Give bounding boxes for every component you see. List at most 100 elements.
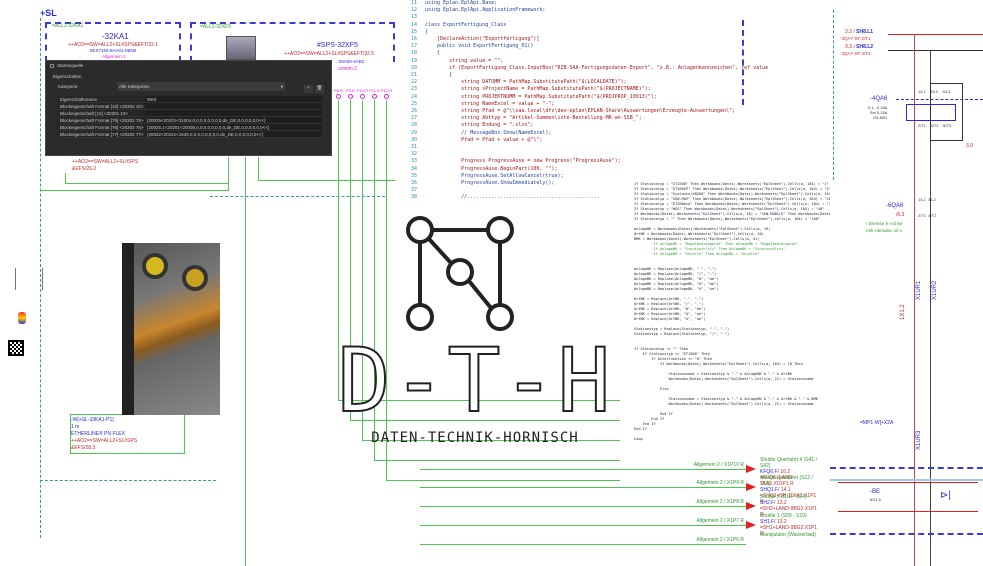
wire	[65, 183, 228, 184]
device-be[interactable]: -BE	[870, 489, 881, 495]
term: 1/L1	[918, 197, 926, 202]
property-name: Blockeigenschaft Format [76] <20202 76>	[57, 124, 145, 130]
xref-tag[interactable]: SHQ1.F	[760, 487, 779, 493]
l2-tag[interactable]: SH8.L2	[856, 44, 874, 50]
code-line: 26 string Pfad = @"\\saa.local\dfs\dev-e…	[395, 108, 828, 115]
location-sl: +SL	[40, 8, 57, 18]
vba-line: If Stationstyp = "" Then Workbooks(Datei…	[634, 217, 821, 221]
code-text: ProgressAuse.SetAllowCancel(true);	[425, 172, 564, 179]
xref-tag[interactable]: SH1.F	[760, 519, 775, 525]
table-row[interactable]: Blockeigenschaft [10] <20201 10>	[57, 110, 322, 117]
frame-line	[830, 479, 983, 481]
xref-label: Allgemein 2 / X1P6 R	[696, 537, 744, 543]
box1-ref: ++AO2==SW=ALL2+SL#SPS&EFT/32.1	[68, 42, 159, 48]
vba-line: Loop	[634, 437, 643, 441]
xref-ref: =SHQ1+SH-11KA1:X1P1 R	[760, 493, 817, 505]
xref-label: Allgemein 2 / X1P7 R	[696, 518, 744, 524]
wire	[362, 440, 620, 441]
table-row[interactable]: Blockeigenschaft Format [77] <20202 77>{…	[57, 131, 322, 138]
vba-line: OrtBK = Replace(OrtBK, "ö", "oe")	[634, 312, 706, 316]
port[interactable]: P11 R	[369, 88, 380, 100]
xref-label: Allgemein 2 / X1P9 R	[696, 480, 744, 486]
xref-title: Shuttle 1 (S09 - S10)	[760, 513, 807, 519]
qa6-range: 0,1...0,16A	[868, 105, 888, 110]
port-icon	[360, 94, 365, 99]
wire-l1	[888, 34, 983, 35]
term: 2/T1	[918, 123, 927, 128]
brake-label-2: rnik Hamulec oś x	[866, 228, 902, 233]
table-row[interactable]: Blockeigenschaft Format [75] <20202 75>{…	[57, 117, 322, 124]
port[interactable]: P10 R	[357, 88, 368, 100]
box-32xf5	[190, 22, 395, 62]
device-4qa6[interactable]: -4QA6	[870, 96, 888, 102]
property-name: Blockeigenschaft Format [10] <20202 10>	[57, 103, 145, 109]
port-label: P8 R	[334, 88, 343, 93]
property-value[interactable]	[145, 103, 322, 109]
wire	[420, 525, 746, 526]
code-text: using Eplan.EplApi.Base;	[425, 0, 498, 6]
vba-line: Stationsname = Stationstyp & "-" & Anlag…	[634, 397, 818, 401]
vba-line: OrtBK = Workbooks(Datei).Worksheets("Epl…	[634, 232, 764, 236]
code-text: {	[425, 28, 429, 35]
category-select[interactable]: Alle Kategorien▾	[117, 82, 285, 91]
term: 6/T3	[942, 123, 951, 128]
code-text: string Pfad = @"\\saa.local\dfs\dev-epla…	[425, 108, 736, 115]
device-32ka1[interactable]: -32KA1	[102, 32, 129, 41]
table-row[interactable]: Blockeigenschaft Format [76] <20202 76>{…	[57, 124, 322, 131]
device-6qa6[interactable]: -6QA6	[886, 203, 904, 209]
xref-target[interactable]: SHQ1.F/ 14.1	[760, 487, 820, 493]
vba-line: If Stationstyp = "ST1500" Then Workbooks…	[634, 182, 829, 186]
port[interactable]: P9 R	[345, 88, 356, 100]
device-32xf5[interactable]: #SPS-32XF5	[317, 42, 358, 49]
term: 5/L3	[942, 89, 951, 94]
port[interactable]: P12 R	[381, 88, 392, 100]
l1-tag[interactable]: SH8.L1	[856, 29, 874, 35]
line-number: 18	[410, 50, 417, 57]
code-text: if (ExportFertigung_Class.InputBox("RIB-…	[425, 64, 769, 71]
line-number: 31	[410, 144, 417, 151]
line-number: 25	[410, 100, 417, 107]
arrow-icon	[746, 502, 756, 510]
l1-ref: -3QA7-SF:2/T1	[840, 36, 871, 41]
wire	[420, 469, 746, 470]
vba-line: End If	[634, 417, 665, 421]
xref-target[interactable]: SH2.F/ 13.2	[760, 500, 820, 506]
wire	[838, 482, 978, 512]
xref-target[interactable]: SH1.F/ 13.2	[760, 519, 820, 525]
code-text: string sProjectName = PathMap.Substitute…	[425, 86, 651, 93]
port-icon	[348, 94, 353, 99]
property-value[interactable]: {20025,1<20201<20005,0,0,0,0,0,0,0,0,de_…	[145, 124, 322, 130]
bus-line	[210, 196, 385, 197]
breaker-symbol	[906, 104, 956, 121]
property-value[interactable]: {20025<20201<31004,0,0,0,0,0,0,0,0,de_DE…	[145, 117, 322, 123]
port[interactable]: P8 R	[333, 88, 344, 100]
table-row[interactable]: Blockeigenschaft Format [10] <20202 10>	[57, 103, 322, 110]
code-text: ProgressAuse.ShowImmediately();	[425, 180, 555, 187]
xref-tag[interactable]: SH2.F	[760, 500, 775, 506]
code-line: 27 string Abttyp = "Artikel-Summenliste-…	[395, 115, 828, 122]
xref-target[interactable]: KFQ6.F/ 16.2	[760, 469, 820, 475]
code-text: Pfad = Pfad + value + @"\";	[425, 136, 543, 143]
wire	[350, 100, 351, 420]
checkbox[interactable]	[50, 63, 54, 68]
cross-reference[interactable]: Allgemein 2 / X1P7 R Shuttle 1 (S09 - S10…	[420, 513, 820, 537]
property-value[interactable]: {20022<20221<1640,0,0,0,0,0,0,0,0,de_DE,…	[145, 131, 322, 137]
xref-tag[interactable]: KFQ6.F	[760, 469, 778, 475]
property-value[interactable]	[145, 110, 322, 116]
ref-under-dialog-2: &EFS/26.2	[72, 166, 97, 172]
cable-tag[interactable]: -W[+SL-33KA1-P1]	[71, 417, 114, 423]
add-button[interactable]: +	[304, 85, 313, 93]
vba-line: OrtBK = Replace(OrtBK, ".", "-")	[634, 297, 704, 301]
box1-part: 6ES7155-6AA01-0BN0	[90, 48, 137, 53]
vba-line: If Stationstyp = "SEW-MOV" Then Workbook…	[634, 197, 830, 201]
wire	[338, 400, 620, 401]
delete-icon[interactable]: 🗑	[315, 85, 324, 93]
code-line: 17 public void ExportFertigung_01()	[395, 43, 828, 50]
